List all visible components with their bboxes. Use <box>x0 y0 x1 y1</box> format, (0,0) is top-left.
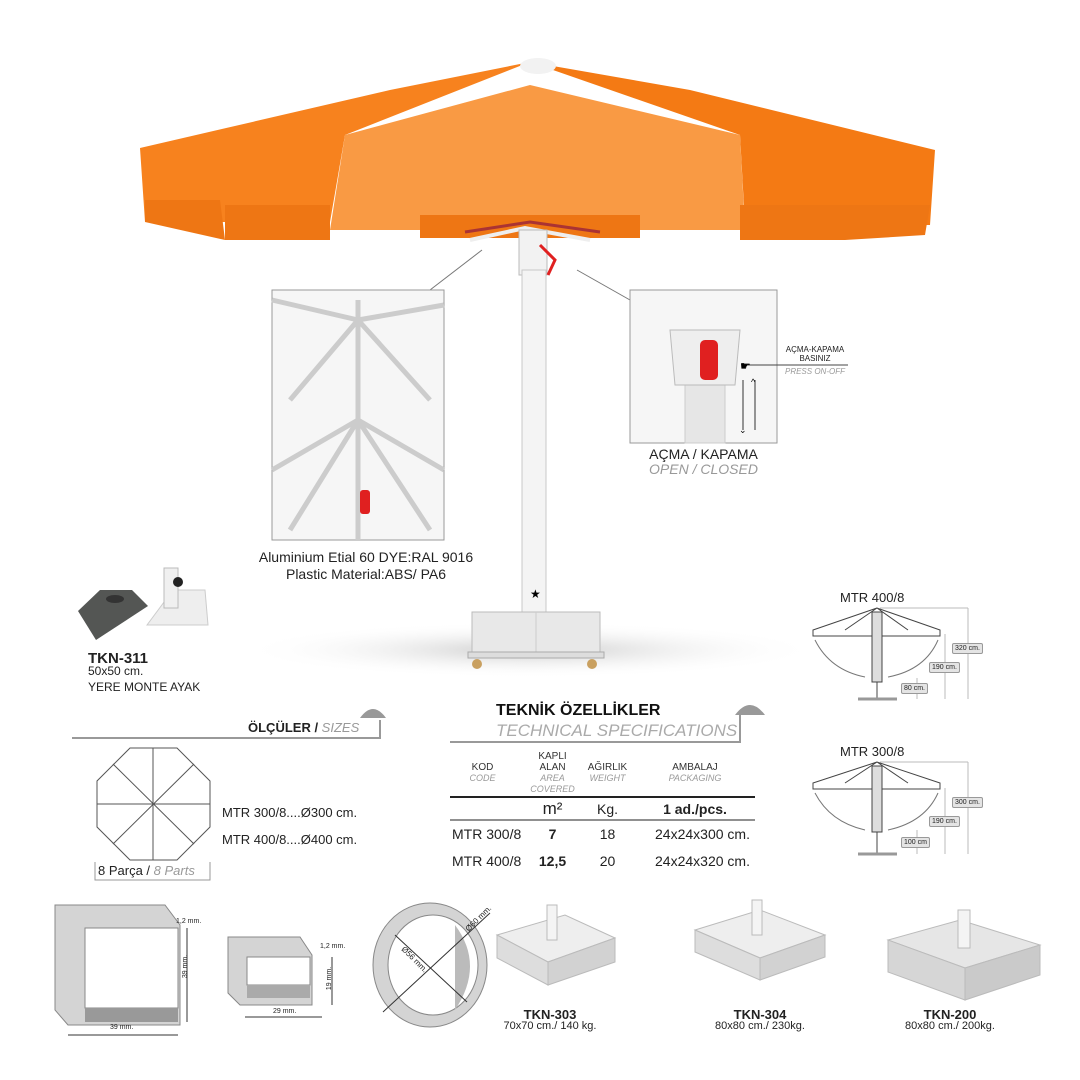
header-packaging-tr: AMBALAJ <box>672 762 718 773</box>
unit-area: m² <box>542 799 563 818</box>
diagram-400-mid: 190 cm. <box>929 662 960 673</box>
callout-line-2: BASINIZ <box>799 354 831 363</box>
frame-detail-photo <box>270 289 446 541</box>
diagram-300-mid: 190 cm. <box>929 816 960 827</box>
tkn303-spec: 70x70 cm./ 140 kg. <box>503 1020 597 1032</box>
profile1-width: 39 mm. <box>110 1024 134 1031</box>
diagram-300-title: MTR 300/8 <box>840 744 905 759</box>
unit-weight: Kg. <box>596 801 618 817</box>
header-weight-tr: AĞIRLIK <box>587 762 628 773</box>
pointer-arrow-right <box>576 269 631 301</box>
parts-en: 8 Parts <box>153 863 195 878</box>
tkn200-photo <box>886 909 1042 1001</box>
tkn304-photo <box>693 899 827 981</box>
diagram-400-low: 80 cm. <box>901 683 929 694</box>
octagon-canopy-diagram <box>94 747 211 881</box>
svg-text:★: ★ <box>530 587 541 601</box>
hand-pointer-icon: ☛ <box>740 359 751 373</box>
callout-en: PRESS ON-OFF <box>784 367 845 376</box>
tkn304-code: TKN-304 <box>733 1007 787 1022</box>
square-profile-39 <box>54 904 188 1036</box>
material-line-2: Plastic Material:ABS/ PA6 <box>285 566 447 582</box>
header-area-tr: KAPLI ALAN <box>538 751 567 773</box>
row-area: 12,5 <box>538 853 567 869</box>
specs-header-rule <box>450 705 765 821</box>
pointer-arrow-left <box>429 249 483 291</box>
round-profile-60 <box>372 902 491 1028</box>
header-code-tr: KOD <box>471 762 494 773</box>
tkn200-spec: 80x80 cm./ 200kg. <box>905 1020 995 1032</box>
mtr300-diagram <box>812 761 969 856</box>
tkn311-code: TKN-311 <box>88 650 149 667</box>
row-weight: 20 <box>599 853 616 869</box>
tkn311-desc: YERE MONTE AYAK <box>88 680 201 694</box>
specs-title: TEKNİK ÖZELLİKLER <box>496 702 661 719</box>
tkn200-code: TKN-200 <box>923 1007 977 1022</box>
umbrella-base <box>467 611 605 669</box>
canopy <box>140 58 935 240</box>
svg-text:^: ^ <box>751 377 756 387</box>
header-code-en: CODE <box>469 773 496 783</box>
sizes-title: ÖLÇÜLER / SIZES <box>248 720 359 735</box>
sizes-title-en: SIZES <box>321 720 360 735</box>
tkn311-size: 50x50 cm. <box>88 664 144 678</box>
tkn303-code: TKN-303 <box>523 1007 577 1022</box>
parts-label: 8 Parça / 8 Parts <box>98 863 195 878</box>
sizes-header-rule <box>72 709 386 739</box>
row-weight: 18 <box>599 826 616 842</box>
profile1-thickness: 1,2 mm. <box>176 918 202 925</box>
open-close-subtitle: OPEN / CLOSED <box>649 461 758 477</box>
tkn303-photo <box>495 904 617 986</box>
callout-line-1: AÇMA-KAPAMA <box>785 345 845 354</box>
diagram-400-title: MTR 400/8 <box>840 590 905 605</box>
row-packaging: 24x24x300 cm. <box>655 826 750 842</box>
sizes-title-tr: ÖLÇÜLER / <box>248 720 322 735</box>
row-packaging: 24x24x320 cm. <box>655 853 750 869</box>
open-close-title: AÇMA / KAPAMA <box>649 446 758 462</box>
tkn304-spec: 80x80 cm./ 230kg. <box>715 1020 805 1032</box>
size-item-400: MTR 400/8....Ø400 cm. <box>222 832 358 847</box>
header-packaging-en: PACKAGING <box>668 773 722 783</box>
diagram-400-total: 320 cm. <box>952 643 983 654</box>
unit-packaging: 1 ad./pcs. <box>663 801 727 817</box>
mtr400-diagram <box>812 607 969 701</box>
parts-tr: 8 Parça / <box>98 863 151 878</box>
specs-subtitle: TECHNICAL SPECIFICATIONS <box>496 721 738 740</box>
row-code: MTR 300/8 <box>452 826 522 842</box>
rect-profile-29x19 <box>227 936 333 1018</box>
diagram-300-total: 300 cm. <box>952 797 983 808</box>
row-area: 7 <box>548 826 557 842</box>
open-close-detail-photo: ⌄ ^ ☛ <box>629 289 848 444</box>
tkn311-photo <box>78 567 209 640</box>
profile1-height: 39 mm. <box>182 954 190 979</box>
profile2-height: 19 mm. <box>326 966 334 991</box>
header-area-en: AREA COVERED <box>530 773 575 794</box>
svg-text:⌄: ⌄ <box>739 425 747 435</box>
header-weight-en: WEIGHT <box>589 773 626 783</box>
row-code: MTR 400/8 <box>452 853 522 869</box>
material-line-1: Aluminium Etial 60 DYE:RAL 9016 <box>258 549 474 565</box>
diagram-300-low: 100 cm <box>901 837 930 848</box>
profile2-width: 29 mm. <box>273 1008 297 1015</box>
size-item-300: MTR 300/8....Ø300 cm. <box>222 805 358 820</box>
profile2-thickness: 1,2 mm. <box>320 943 346 950</box>
